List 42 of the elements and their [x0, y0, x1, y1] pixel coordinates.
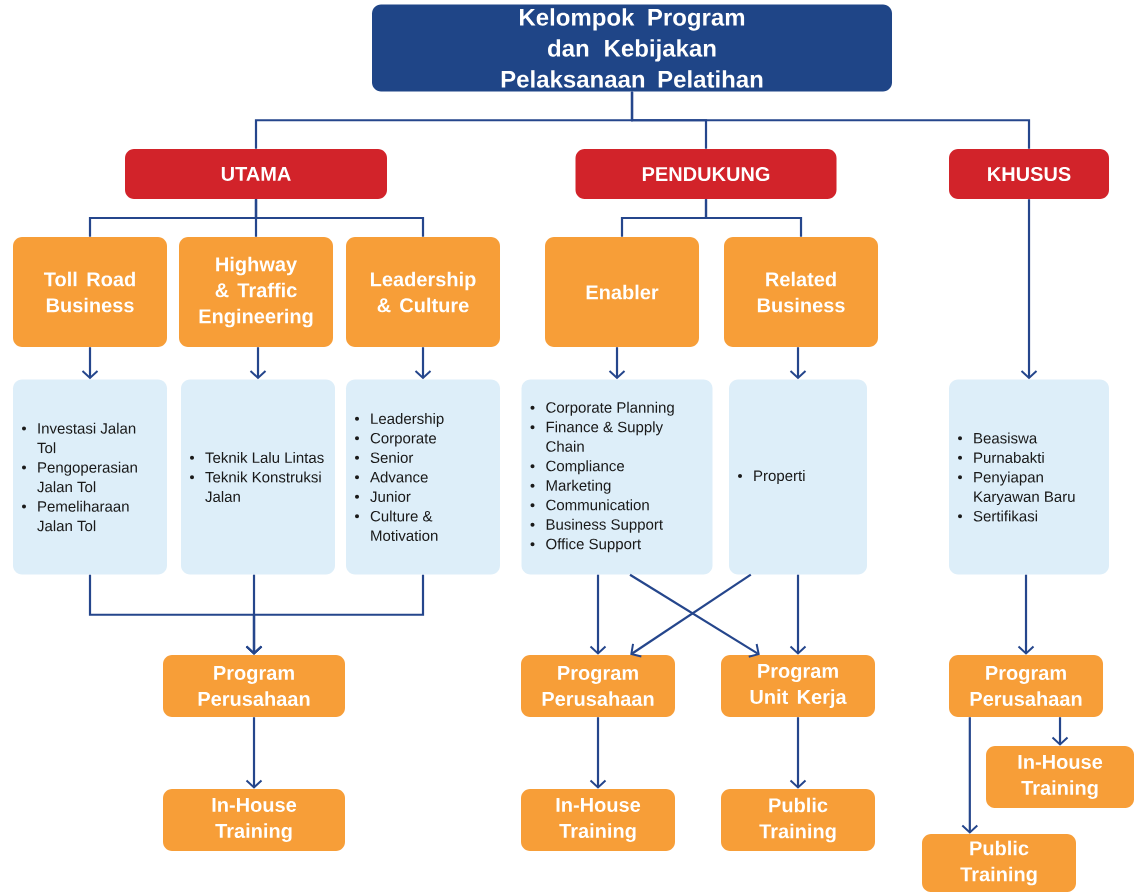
- arrow: [789, 347, 807, 380]
- training-box: In-House Training: [986, 746, 1134, 808]
- connector-line: [704, 199, 803, 237]
- category-box: PENDUKUNG: [575, 149, 837, 199]
- arrow: [961, 717, 979, 834]
- arrow: [789, 717, 807, 789]
- arrow: [1051, 717, 1069, 746]
- arrow: [249, 347, 267, 380]
- connector-line: [254, 199, 425, 237]
- arrow: [414, 347, 432, 380]
- arrow: [608, 347, 626, 380]
- program-box: Program Perusahaan: [521, 655, 675, 717]
- training-box: In-House Training: [521, 789, 675, 851]
- connector-line: [630, 91, 1031, 149]
- list-box: Beasiswa Purnabakti Penyiapan Karyawan Baru Sertifikasi: [949, 379, 1109, 575]
- list-box: Leadership Corporate Senior Advance Junior Culture & Motivation: [346, 379, 500, 575]
- program-box: Program Perusahaan: [163, 655, 345, 717]
- topic-box: Leadership & Culture: [346, 237, 500, 347]
- arrow: [1020, 199, 1038, 380]
- category-box: KHUSUS: [949, 149, 1109, 199]
- arrow: [789, 574, 807, 655]
- arrow: [589, 717, 607, 789]
- topic-box: Related Business: [724, 237, 878, 347]
- arrow: [245, 717, 263, 789]
- list-box: Corporate Planning Finance & Supply Chain Compliance Marketing Communication Business Support Office Support: [521, 379, 713, 575]
- program-box: Program Unit Kerja: [721, 655, 875, 717]
- arrow: [589, 574, 607, 655]
- topic-box: Enabler: [545, 237, 699, 347]
- arrow: [1017, 574, 1035, 655]
- list-box: Teknik Lalu Lintas Teknik Konstruksi Jalan: [181, 379, 335, 575]
- title-box: Kelompok Program dan Kebijakan Pelaksanaan Pelatihan: [372, 4, 892, 92]
- training-box: In-House Training: [163, 789, 345, 851]
- list-box: Investasi Jalan Tol Pengoperasian Jalan Tol Pemeliharaan Jalan Tol: [13, 379, 167, 575]
- arrow: [245, 574, 425, 655]
- category-box: UTAMA: [125, 149, 387, 199]
- program-box: Program Perusahaan: [949, 655, 1103, 717]
- list-box: Properti: [729, 379, 867, 575]
- training-box: Public Training: [922, 834, 1076, 892]
- training-box: Public Training: [721, 789, 875, 851]
- arrow: [81, 347, 99, 380]
- topic-box: Toll Road Business: [13, 237, 167, 347]
- topic-box: Highway & Traffic Engineering: [179, 237, 333, 347]
